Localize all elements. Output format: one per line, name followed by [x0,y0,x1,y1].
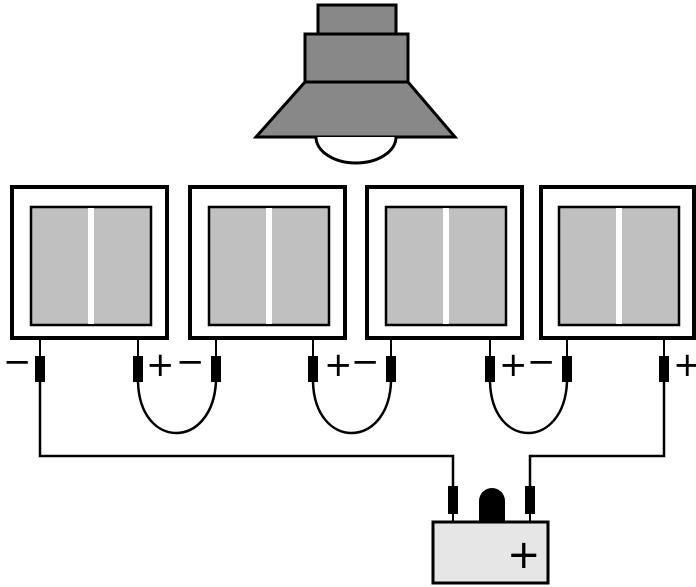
lamp-icon [252,3,459,165]
battery-cap [479,488,505,522]
terminal-leads [39,338,665,358]
connector-p3-neg [386,356,396,382]
panel-4-minus-label: − [527,342,556,382]
connector-p4-neg [562,356,572,382]
battery-plus-label: + [507,532,541,578]
connector-p3-pos [485,356,495,382]
jumper-3-4 [488,381,569,435]
connector-p4-pos [659,356,669,382]
negative-lead [38,382,455,488]
panel-3-minus-label: − [351,342,380,382]
solar-panel-4 [539,185,696,340]
connector-p2-pos [308,356,318,382]
battery-connector-pos [525,486,535,514]
battery-icon [431,486,550,585]
positive-lead [528,382,666,488]
solar-panel-3 [365,185,524,340]
panel-4-plus-label: + [673,345,696,385]
solar-panel-2 [188,185,347,340]
battery-body [431,520,550,585]
battery-connector-neg [448,486,458,514]
panel-2-minus-label: − [176,342,205,382]
terminal-connectors [35,356,669,382]
lamp-cap [316,3,398,37]
jumper-1-2 [136,381,218,435]
lamp-bulb [314,136,398,165]
solar-panel-1 [10,185,169,340]
panel-2-plus-label: + [324,345,353,385]
lamp-shade [252,80,459,139]
panel-1-plus-label: + [146,345,175,385]
lamp-collar [303,32,410,84]
series-wires [136,381,569,435]
connector-p2-neg [211,356,221,382]
jumper-2-3 [311,381,393,435]
panel-3-plus-label: + [499,345,528,385]
connector-p1-pos [133,356,143,382]
battery-wires [38,382,666,488]
connector-p1-neg [35,356,45,382]
panel-1-minus-label: − [3,342,32,382]
